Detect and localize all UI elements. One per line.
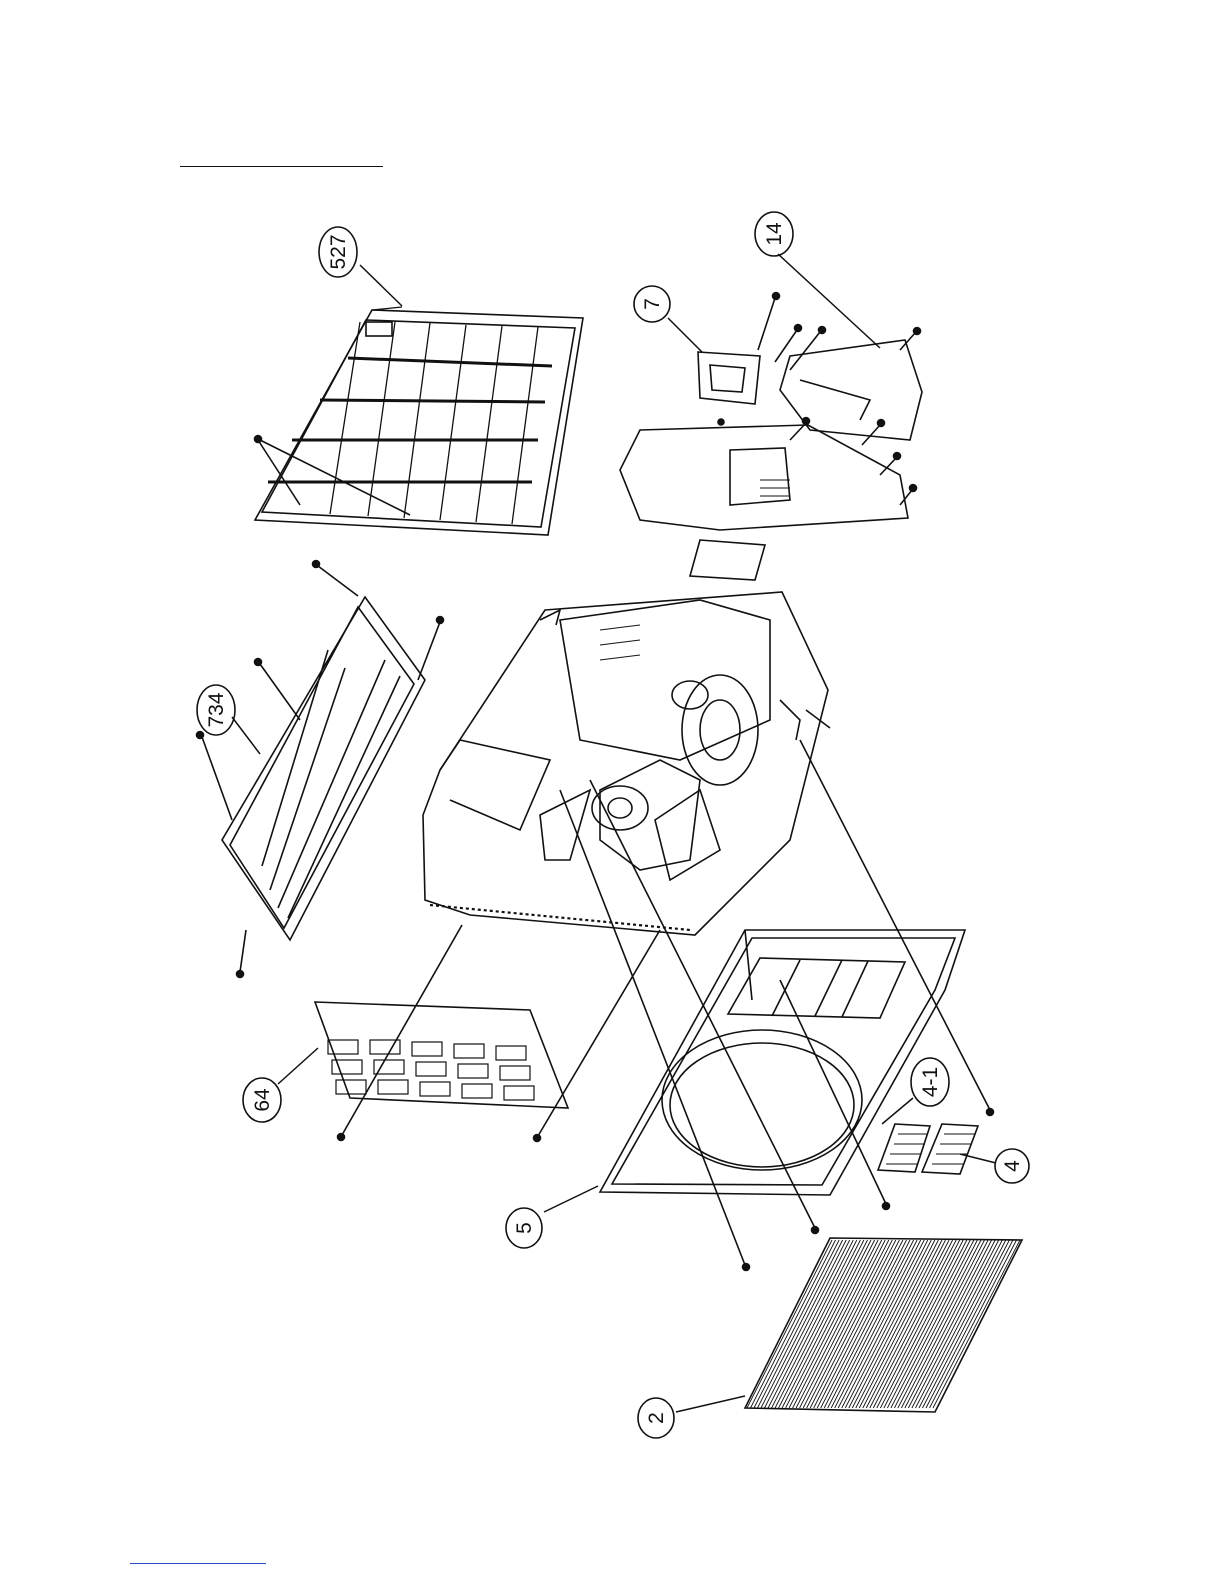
grille-slat	[933, 1240, 1020, 1408]
grille-slat	[923, 1240, 1010, 1408]
callout-14-label: 14	[763, 222, 786, 246]
callout-4-1: 4-1	[911, 1058, 949, 1106]
callout-527: 527	[319, 227, 357, 277]
part-527-top-panel	[255, 307, 584, 535]
part-734-top-cover	[197, 561, 444, 978]
callout-7-label: 7	[641, 298, 664, 310]
grille-slat	[930, 1240, 1017, 1408]
callout-7: 7	[634, 286, 670, 322]
callout-5: 5	[506, 1208, 542, 1248]
callout-64: 64	[243, 1078, 281, 1122]
part-7-14-side-covers	[620, 293, 922, 581]
grille-slat	[919, 1240, 1006, 1408]
main-chassis	[423, 592, 830, 935]
callout-5-label: 5	[513, 1222, 536, 1234]
grille-slat	[926, 1240, 1013, 1408]
part-5-front-panel	[560, 740, 994, 1271]
callout-2-label: 2	[645, 1412, 668, 1424]
callout-527-label: 527	[327, 234, 350, 269]
callout-64-label: 64	[251, 1088, 274, 1112]
grille-slat	[916, 1240, 1003, 1408]
callout-734-label: 734	[205, 692, 228, 727]
callout-4-label: 4	[1001, 1160, 1024, 1172]
part-2-condenser-grille	[745, 1238, 1022, 1412]
callout-4-1-label: 4-1	[919, 1067, 942, 1097]
callout-734: 734	[197, 685, 235, 735]
callout-4: 4	[995, 1149, 1029, 1183]
callout-2: 2	[638, 1398, 674, 1438]
part-4-grilles	[878, 1124, 978, 1174]
grille-slat	[912, 1240, 999, 1408]
callout-14: 14	[755, 212, 793, 256]
part-64-rear-grille	[315, 925, 660, 1142]
grille-slat	[908, 1240, 995, 1408]
